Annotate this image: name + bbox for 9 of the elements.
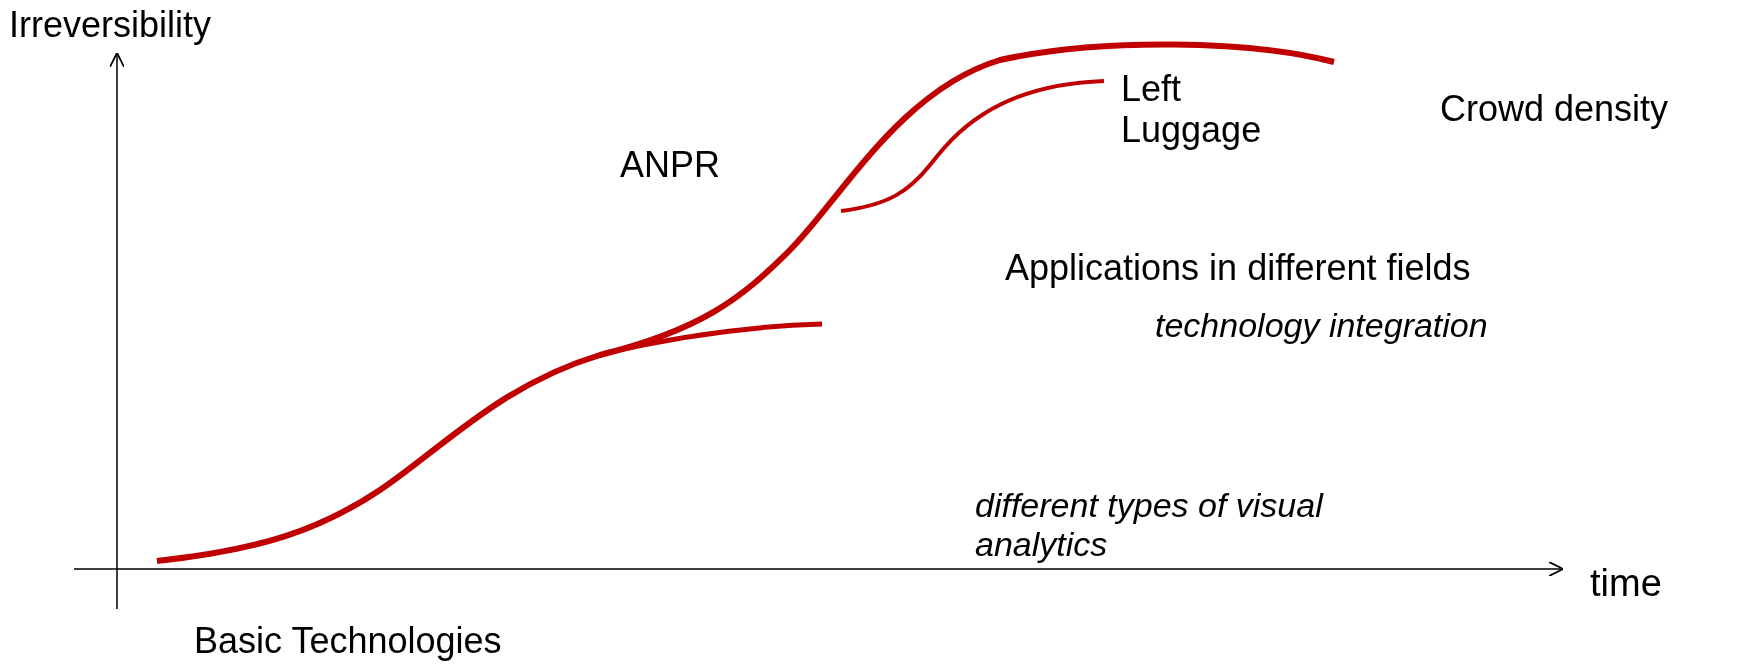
curve-label: Crowd density: [1440, 88, 1669, 130]
stage-label: different types of visual analytics: [975, 486, 1325, 565]
stage-label: Applications in different fields: [1005, 247, 1471, 289]
stage-label: Basic Technologies: [194, 620, 502, 662]
axis-title: Irreversibility: [9, 4, 212, 46]
curve-label: ANPR: [620, 144, 721, 186]
stage-label: technology integration: [1155, 306, 1488, 346]
axis-title: time: [1590, 562, 1662, 606]
curve-label: Left Luggage: [1121, 68, 1263, 151]
